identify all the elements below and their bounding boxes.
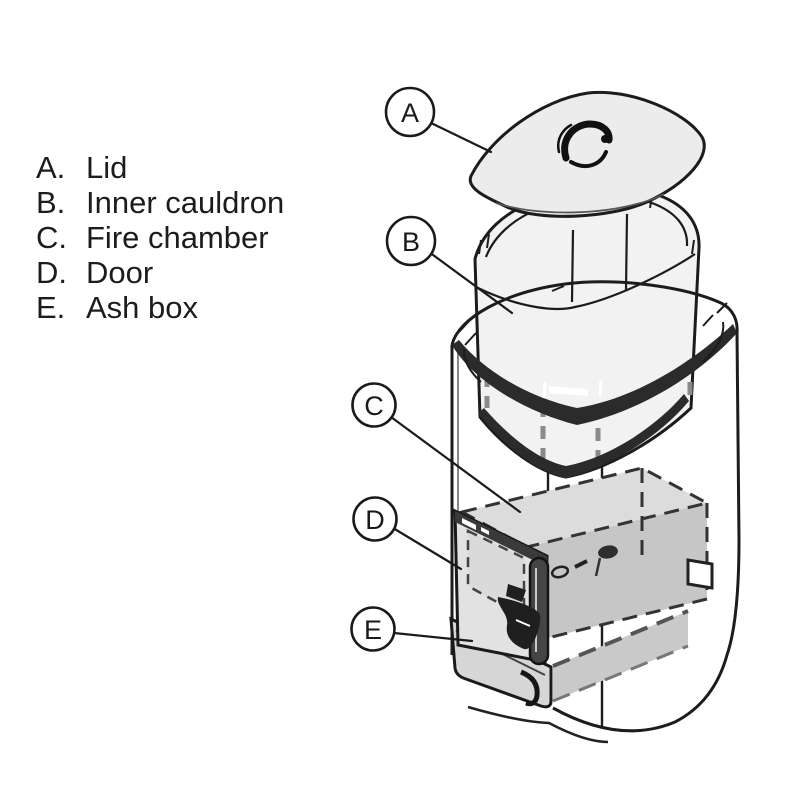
callout-letter-d: D [365, 505, 385, 535]
legend-letter: A. [36, 150, 66, 185]
callout-letter-e: E [364, 615, 382, 645]
callout-letter-c: C [364, 391, 384, 421]
legend-item-fire-chamber: C. Fire chamber [36, 220, 284, 255]
callout-letter-a: A [401, 98, 419, 128]
door-latch [497, 597, 541, 650]
legend-label: Lid [86, 150, 128, 185]
callout-a: A [384, 86, 493, 154]
legend-label: Fire chamber [86, 220, 269, 255]
drawer-handle [519, 669, 540, 707]
leader-line-a [427, 120, 493, 154]
lid-handle [557, 120, 613, 169]
door-drawing [453, 508, 550, 666]
callout-d: D [352, 496, 463, 571]
legend-label: Ash box [86, 290, 199, 325]
leader-line-b [427, 250, 514, 315]
legend-item-ash-box: E. Ash box [36, 290, 284, 325]
shell-collar-drawing [450, 280, 739, 478]
callout-b: B [385, 215, 514, 315]
leader-line-e [392, 631, 474, 643]
legend-letter: C. [36, 220, 67, 255]
legend-label: Door [86, 255, 154, 290]
callout-letter-b: B [402, 227, 420, 257]
legend-item-door: D. Door [36, 255, 284, 290]
legend-letter: D. [36, 255, 67, 290]
legend-item-lid: A. Lid [36, 150, 284, 185]
callout-e: E [350, 606, 474, 652]
leader-line-c [389, 415, 522, 514]
legend-item-inner-cauldron: B. Inner cauldron [36, 185, 284, 220]
callout-c: C [351, 382, 522, 514]
parts-legend: A. Lid B. Inner cauldron C. Fire chamber… [36, 150, 284, 325]
lid-drawing [468, 90, 706, 218]
damper-knob [598, 545, 618, 559]
legend-label: Inner cauldron [86, 185, 285, 220]
legend-letter: B. [36, 185, 66, 220]
callouts: A B C D E [350, 86, 522, 652]
legend-letter: E. [36, 290, 66, 325]
leader-line-d [391, 526, 463, 571]
